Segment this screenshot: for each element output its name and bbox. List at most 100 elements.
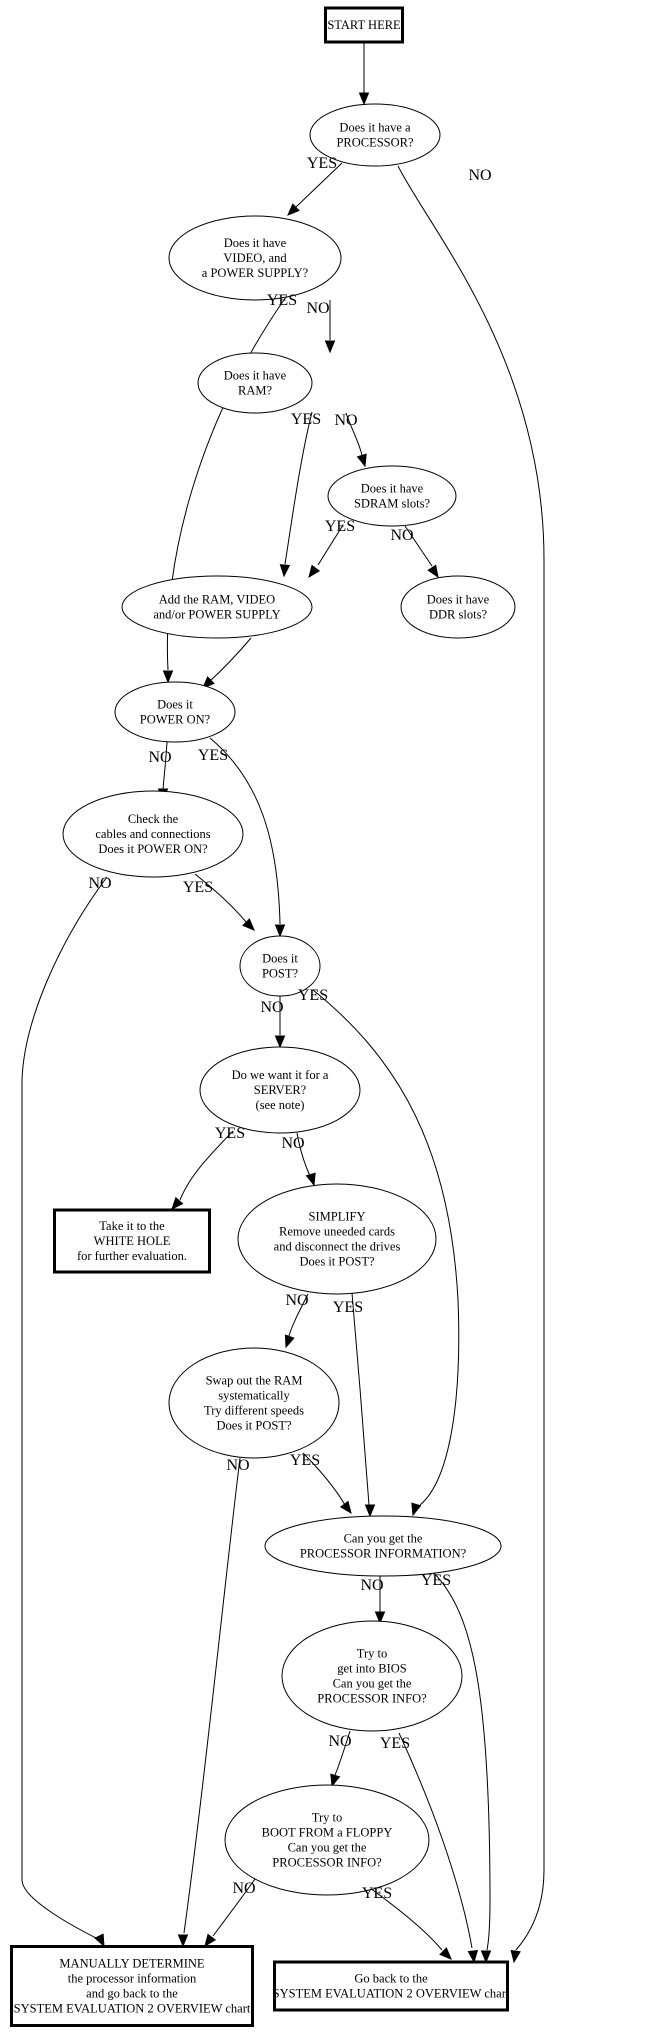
node-text-line: WHITE HOLE xyxy=(94,1234,171,1248)
node-text-line: BOOT FROM a FLOPPY xyxy=(262,1826,393,1840)
node-ellipse xyxy=(264,1515,502,1577)
edge-line xyxy=(302,1452,346,1506)
edge-label-no: NO xyxy=(148,749,171,766)
node-ellipse xyxy=(199,1046,361,1134)
node-ellipse xyxy=(168,1347,340,1459)
node-text-line: Go back to the xyxy=(354,1972,428,1986)
node-text-line: Does it POST? xyxy=(217,1419,292,1433)
node-text-line: DDR slots? xyxy=(429,608,487,622)
arrowhead-icon xyxy=(177,1934,189,1948)
edge-line xyxy=(179,1130,234,1201)
node-text-line: get into BIOS xyxy=(337,1662,406,1676)
edge-label-yes: YES xyxy=(291,411,321,428)
arrowhead-icon xyxy=(274,1035,286,1049)
edge-cables-to-manual xyxy=(21,876,108,1948)
node-ellipse xyxy=(114,681,236,743)
edge-floppy-to-manual xyxy=(204,1878,256,1948)
edge-video-to-ram xyxy=(324,300,336,354)
arrowhead-icon xyxy=(510,1949,521,1964)
node-text-line: SERVER? xyxy=(254,1083,307,1097)
edge-label-no: NO xyxy=(390,527,413,544)
node-text-line: VIDEO, and xyxy=(223,251,287,265)
arrowhead-icon xyxy=(364,1504,376,1518)
node-ellipse xyxy=(62,790,244,878)
edge-line xyxy=(404,525,433,567)
node-text-line: Remove uneeded cards xyxy=(279,1225,395,1239)
edge-add-to-poweron xyxy=(202,637,252,689)
node-text-line: Can you get the xyxy=(333,1677,412,1691)
arrowhead-icon xyxy=(284,1334,295,1349)
arrowhead-icon xyxy=(339,1500,352,1515)
arrowhead-icon xyxy=(427,564,439,579)
node-text-line: and/or POWER SUPPLY xyxy=(153,608,280,622)
node-text-line: PROCESSOR? xyxy=(336,136,414,150)
edge-line xyxy=(317,524,344,566)
edge-simplify-to-swapram xyxy=(284,1293,309,1349)
node-box xyxy=(273,1960,509,2012)
arrowhead-icon xyxy=(287,203,300,216)
edge-sdram-to-ddr xyxy=(404,525,439,579)
edge-post-to-procinfo xyxy=(312,989,460,1517)
edge-post-to-server xyxy=(274,996,286,1049)
arrowhead-icon xyxy=(467,1950,479,1964)
arrowhead-icon xyxy=(308,564,321,579)
node-ellipse xyxy=(197,352,313,414)
arrowhead-icon xyxy=(439,1947,452,1960)
node-text-line: Does it have a xyxy=(339,121,411,135)
node-text-line: Does it POWER ON? xyxy=(98,842,208,856)
edge-server-to-whitehole xyxy=(171,1130,234,1210)
node-text-line: MANUALLY DETERMINE xyxy=(59,1957,205,1971)
edge-ram-to-sdram xyxy=(345,412,367,468)
node-text-line: Try to xyxy=(357,1647,387,1661)
edge-line xyxy=(162,741,168,791)
arrowhead-icon xyxy=(171,1196,184,1210)
edge-bios-to-goback xyxy=(398,1732,479,1964)
arrowhead-icon xyxy=(374,1611,386,1625)
edge-line xyxy=(334,1730,351,1776)
edge-label-yes: YES xyxy=(267,292,297,309)
arrowhead-icon xyxy=(358,92,370,106)
node-text-line: Check the xyxy=(128,812,179,826)
edge-line xyxy=(183,1457,241,1934)
arrowhead-icon xyxy=(94,1933,105,1948)
node-start: START HERE xyxy=(324,6,404,44)
node-text-line: Can you get the xyxy=(344,1532,423,1546)
node-text-line: Does it have xyxy=(427,593,490,607)
edge-label-yes: YES xyxy=(183,879,213,896)
arrowhead-icon xyxy=(411,1502,422,1517)
edge-line xyxy=(194,873,247,923)
edge-line xyxy=(312,989,460,1506)
node-box xyxy=(324,6,404,44)
node-text-line: POST? xyxy=(262,967,299,981)
edge-label-yes: YES xyxy=(307,155,337,172)
edge-line xyxy=(209,737,281,925)
edge-label-yes: YES xyxy=(362,1885,392,1902)
node-ellipse xyxy=(327,465,457,527)
node-text-line: Does it xyxy=(262,952,298,966)
node-text-line: a POWER SUPPLY? xyxy=(202,266,309,280)
node-text-line: Can you get the xyxy=(288,1841,367,1855)
node-text-line: PROCESSOR INFO? xyxy=(317,1692,427,1706)
node-text-line: SIMPLIFY xyxy=(309,1210,366,1224)
edge-label-no: NO xyxy=(285,1292,308,1309)
arrowhead-icon xyxy=(305,1172,316,1187)
arrowhead-icon xyxy=(356,453,367,468)
edge-label-yes: YES xyxy=(298,987,328,1004)
edge-swapram-to-procinfo xyxy=(302,1452,352,1515)
edge-label-yes: YES xyxy=(325,518,355,535)
arrowhead-icon xyxy=(202,676,215,689)
node-text-line: SDRAM slots? xyxy=(354,497,431,511)
